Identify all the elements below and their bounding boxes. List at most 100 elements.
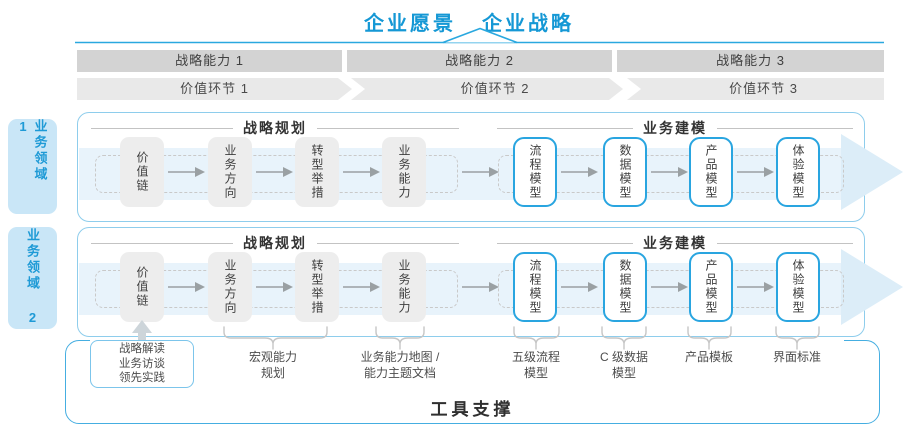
box-transformation-initiatives: 转型举措 [295, 137, 339, 207]
tool-support-label: 工具支撑 [430, 400, 515, 419]
domain-2-flow-arrowhead-icon [841, 249, 903, 325]
flow-arrow-icon [651, 167, 688, 177]
strategic-capability-1-bar: 战略能力 1 [77, 50, 342, 72]
value-link-2-chevron: 价值环节 2 [351, 78, 623, 100]
annotation-line: 模型 [611, 365, 637, 380]
strategic-capability-2-bar: 战略能力 2 [347, 50, 612, 72]
box-label: 价值链 [135, 266, 149, 308]
box-process-model: 流程模型 [513, 137, 557, 207]
tool-support-border-mask [90, 339, 844, 343]
annotation-line: 业务能力地图 / [360, 350, 440, 364]
flow-arrow-icon [343, 167, 380, 177]
flow-arrow-icon [462, 282, 499, 292]
box-process-model: 流程模型 [513, 252, 557, 322]
box-business-direction: 业务方向 [208, 137, 252, 207]
business-domain-2-label: 业务领域 2 [25, 228, 40, 328]
section-label: 战略规划 [243, 235, 307, 251]
annotation-line: 能力主题文档 [363, 365, 437, 380]
header-rule [91, 242, 233, 244]
box-experience-model: 体验模型 [776, 252, 820, 322]
annotation-line: 业务访谈 [119, 357, 165, 370]
modeling-dashed-track [498, 270, 844, 308]
annotation-strategy-interview-box: 战略解读 业务访谈 领先实践 [90, 340, 194, 388]
box-transformation-initiatives: 转型举措 [295, 252, 339, 322]
annotation-line: 领先实践 [119, 372, 165, 385]
annotation-line: 五级流程 [511, 350, 561, 364]
box-label: 数据模型 [618, 259, 632, 315]
strategic-capability-3-bar: 战略能力 3 [617, 50, 884, 72]
value-link-3-chevron: 价值环节 3 [627, 78, 884, 100]
annotation-c-level-data: C 级数据 模型 [600, 350, 648, 381]
section-label: 业务建模 [643, 235, 707, 251]
section-strategic-planning: 战略规划 [91, 233, 459, 253]
domain-1-lane: 战略规划 业务建模 价值链 业务方向 转型举措 业务能力 流程模型 数据模型 产… [77, 112, 903, 222]
box-label: 业务方向 [223, 259, 237, 315]
annotation-ui-standard: 界面标准 [772, 350, 822, 364]
planning-dashed-track [95, 270, 458, 308]
flow-arrow-icon [256, 282, 293, 292]
annotation-line: C 级数据 [599, 350, 649, 364]
flow-arrow-icon [737, 167, 774, 177]
header-rule [317, 242, 459, 244]
box-product-model: 产品模型 [689, 252, 733, 322]
annotation-five-level-process: 五级流程 模型 [512, 350, 560, 381]
flow-arrow-icon [168, 167, 205, 177]
section-strategic-planning: 战略规划 [91, 118, 459, 138]
annotation-product-template: 产品模板 [684, 350, 734, 364]
box-business-direction: 业务方向 [208, 252, 252, 322]
domain-2-lane: 战略规划 业务建模 价值链 业务方向 转型举措 业务能力 流程模型 数据模型 产… [77, 227, 903, 337]
annotation-line: 战略解读 [119, 342, 165, 355]
box-label: 产品模型 [704, 259, 718, 315]
flow-arrow-icon [462, 167, 499, 177]
annotation-macro-capability: 宏观能力 规划 [249, 350, 297, 381]
box-label: 业务方向 [223, 144, 237, 200]
flow-arrow-icon [168, 282, 205, 292]
box-data-model: 数据模型 [603, 252, 647, 322]
header-rule [317, 127, 459, 129]
header-rule [717, 242, 853, 244]
section-business-modeling: 业务建模 [497, 118, 853, 138]
section-business-modeling: 业务建模 [497, 233, 853, 253]
box-label: 流程模型 [528, 259, 542, 315]
annotation-line: 规划 [260, 365, 286, 380]
box-data-model: 数据模型 [603, 137, 647, 207]
box-label: 体验模型 [791, 259, 805, 315]
page-title: 企业愿景 企业战略 [0, 7, 910, 36]
modeling-dashed-track [498, 155, 844, 193]
header-rule [497, 242, 633, 244]
box-label: 业务能力 [397, 144, 411, 200]
title-strategy: 企业战略 [482, 13, 574, 35]
box-value-chain: 价值链 [120, 137, 164, 207]
flow-arrow-icon [561, 282, 598, 292]
box-label: 流程模型 [528, 144, 542, 200]
box-label: 体验模型 [791, 144, 805, 200]
box-label: 数据模型 [618, 144, 632, 200]
flow-arrow-icon [343, 282, 380, 292]
header-rule [717, 127, 853, 129]
box-label: 价值链 [135, 151, 149, 193]
flow-arrow-icon [256, 167, 293, 177]
box-experience-model: 体验模型 [776, 137, 820, 207]
business-domain-1-tab: 业务领域 1 [8, 119, 57, 214]
box-value-chain: 价值链 [120, 252, 164, 322]
business-domain-2-tab: 业务领域 2 [8, 227, 57, 329]
box-product-model: 产品模型 [689, 137, 733, 207]
title-vision: 企业愿景 [364, 13, 456, 35]
planning-dashed-track [95, 155, 458, 193]
section-label: 业务建模 [643, 120, 707, 136]
box-label: 转型举措 [310, 144, 324, 200]
flow-arrow-icon [651, 282, 688, 292]
header-rule [497, 127, 633, 129]
business-domain-1-label: 业务领域 1 [15, 119, 48, 183]
box-business-capability: 业务能力 [382, 137, 426, 207]
section-label: 战略规划 [243, 120, 307, 136]
box-business-capability: 业务能力 [382, 252, 426, 322]
annotation-line: 模型 [523, 365, 549, 380]
annotation-capability-map: 业务能力地图 / 能力主题文档 [361, 350, 440, 381]
box-label: 业务能力 [397, 259, 411, 315]
box-label: 产品模型 [704, 144, 718, 200]
domain-1-flow-arrowhead-icon [841, 134, 903, 210]
flow-arrow-icon [561, 167, 598, 177]
flow-arrow-icon [737, 282, 774, 292]
